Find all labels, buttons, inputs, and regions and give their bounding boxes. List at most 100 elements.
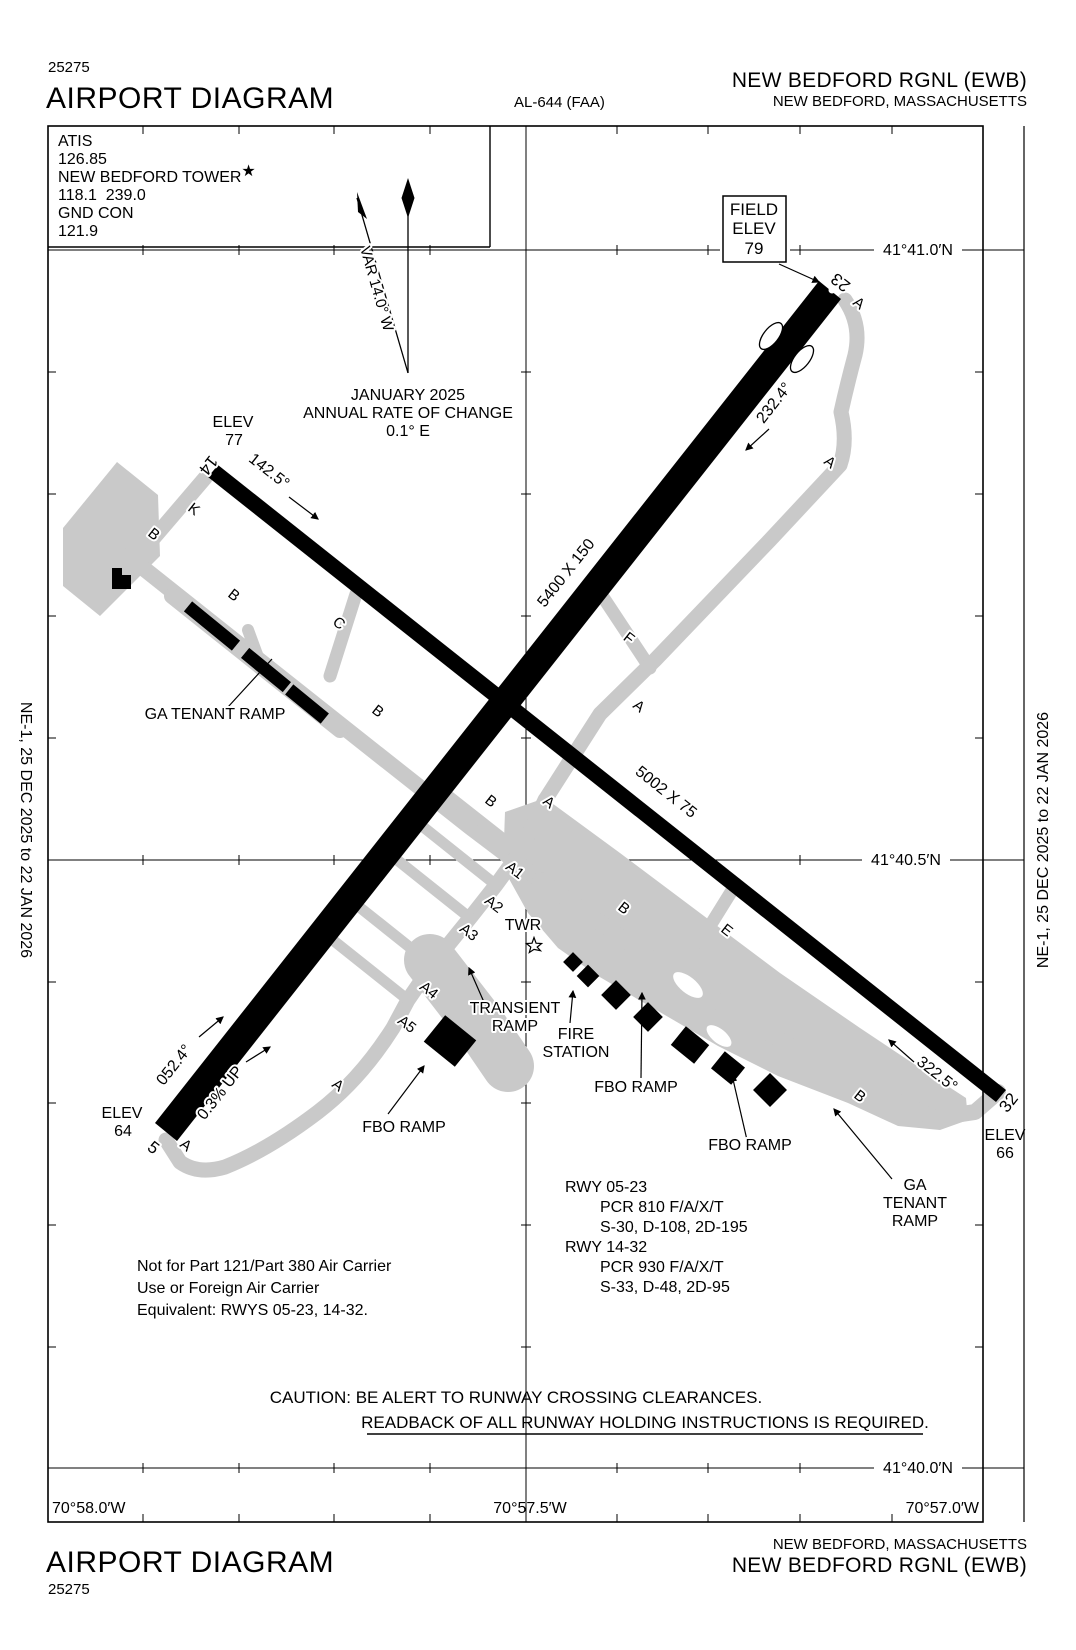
magnetic-north-arrow [356,197,409,374]
field-elev-line1: FIELD [730,200,778,219]
pcr-rwy0523-pcr: PCR 810 F/A/X/T [600,1199,724,1216]
transient-ramp-label-2: RAMP [492,1018,538,1035]
comm-box: ATIS 126.85 NEW BEDFORD TOWER★ 118.1 239… [58,133,256,240]
transient-ramp-arrow [468,966,488,1010]
pcr-rwy0523-values: S-30, D-108, 2D-195 [600,1219,748,1236]
tower-star-icon: ★ [241,163,255,180]
variation-rate-value: 0.1° E [386,423,430,440]
taxiway-k [144,470,213,548]
comm-tower-freqs: 118.1 239.0 [58,187,146,204]
taxiway-a3-stub [390,853,476,924]
chart-code-top: 25275 [48,59,90,76]
northwest-apron [63,462,160,616]
variation-label: VAR 14.0° W [356,244,397,334]
rwy14-elev-label: ELEV [213,414,254,431]
grid-ticks [48,126,983,1522]
grid-labels: 41°41.0′N 41°40.5′N 41°40.0′N 70°58.0′W … [52,242,980,1517]
carrier-note-3: Equivalent: RWYS 05-23, 14-32. [137,1302,368,1319]
taxiway-b-label-4: B [482,792,500,812]
ga-hangar-1 [183,601,241,651]
notes: RWY 05-23 PCR 810 F/A/X/T S-30, D-108, 2… [137,1179,929,1435]
ga-tenant-ramp-right-2: TENANT [883,1195,947,1212]
runway-23-holding-ellipses [758,321,815,374]
carrier-note-2: Use or Foreign Air Carrier [137,1280,320,1297]
comm-atis-freq: 126.85 [58,151,107,168]
effective-dates-right: NE-1, 25 DEC 2025 to 22 JAN 2026 [1035,712,1052,968]
footer-airport: NEW BEDFORD RGNL (EWB) [732,1554,1027,1577]
magnetic-north-arrowhead [357,192,367,219]
tower: TWR [503,915,544,954]
taxiway-a5-stub [328,935,414,1006]
rwy14-heading: 142.5° [245,450,292,492]
field-elev-box [722,195,787,263]
nw-apron-building [112,568,131,589]
pcr-rwy1432-values: S-33, D-48, 2D-95 [600,1279,730,1296]
chart-code-bottom: 25275 [48,1581,90,1598]
pcr-rwy1432-pcr: PCR 930 F/A/X/T [600,1259,724,1276]
fbo-ramp-left-label: FBO RAMP [362,1119,446,1136]
ga-hangar-2 [240,647,292,693]
transient-ramp-label-1: TRANSIENT [470,1000,561,1017]
variation-rate-label: ANNUAL RATE OF CHANGE [303,405,513,422]
runway-05-23 [155,281,841,1141]
rwy5-elev-value: 64 [114,1123,132,1140]
field-elev-leader-arrow [778,263,821,283]
ramp-building-7 [753,1073,787,1107]
fbo-ramp-right-arrow [729,1073,748,1141]
ga-tenant-left-leader [227,658,273,708]
caution-line-2: READBACK OF ALL RUNWAY HOLDING INSTRUCTI… [361,1413,929,1432]
aprons [63,462,968,1130]
true-north-arrowhead [401,178,415,218]
twr-label: TWR [505,917,541,934]
latitude-label-2: 41°40.5′N [871,852,941,869]
hdg5-arrow [198,1016,224,1038]
taxiway-e [693,877,743,949]
carrier-note-1: Not for Part 121/Part 380 Air Carrier [137,1258,392,1275]
hdg23-arrow [745,428,770,451]
pcr-rwy0523: RWY 05-23 [565,1179,647,1196]
longitude-label-2: 70°57.5′W [493,1500,567,1517]
longitude-label-1: 70°58.0′W [52,1500,126,1517]
taxiway-a-label-3: A [630,697,648,717]
comm-gnd-label: GND CON [58,205,134,222]
tower-star-symbol [524,935,544,954]
fbo-ramp-right-label: FBO RAMP [708,1137,792,1154]
graticule [48,126,1024,1522]
field-elev: FIELD ELEV 79 [722,195,836,294]
rwy5-number: 5 [144,1137,163,1158]
north-indicator: VAR 14.0° W JANUARY 2025 ANNUAL RATE OF … [303,178,513,440]
comm-box-border [48,126,491,248]
hdg14-arrow [288,496,319,520]
header: 25275 AIRPORT DIAGRAM AL-644 (FAA) NEW B… [46,59,1027,115]
comm-tower-label: NEW BEDFORD TOWER★ [58,163,256,186]
runways [155,281,1006,1141]
fire-station-label-2: STATION [543,1044,610,1061]
taxiway-b-label-2: B [225,586,243,606]
map-neatline [47,125,984,1523]
taxiway-a-north [537,292,865,808]
page-title: AIRPORT DIAGRAM [46,82,334,115]
latitude-label-1: 41°41.0′N [883,242,953,259]
facility-labels: TRANSIENT RAMP FIRE STATION FBO RAMP FBO… [143,704,950,1232]
field-elev-point [828,286,836,294]
rwy32-elev-value: 66 [996,1145,1014,1162]
fbo-ramp-mid-label: FBO RAMP [594,1079,678,1096]
transient-ramp-pavement [404,934,534,1092]
ga-tenant-right-arrow [833,1108,893,1180]
footer-city: NEW BEDFORD, MASSACHUSETTS [773,1536,1027,1553]
taxiway-f [594,587,657,675]
ga-hangar-3 [285,684,329,724]
transient-ramp-building [423,1015,477,1067]
main-ramp [503,798,968,1130]
caution-line-1: CAUTION: BE ALERT TO RUNWAY CROSSING CLE… [270,1388,763,1407]
field-elev-line2: ELEV [732,219,776,238]
taxiway-b-label-3: B [369,702,387,722]
field-elev-value: 79 [745,239,764,258]
footer-title: AIRPORT DIAGRAM [46,1546,334,1579]
latitude-label-3: 41°40.0′N [883,1460,953,1477]
ramp-building-5 [670,1026,710,1064]
rwy5-elev-label: ELEV [102,1105,143,1122]
comm-atis-label: ATIS [58,133,92,150]
longitude-label-3: 70°57.0′W [906,1500,980,1517]
